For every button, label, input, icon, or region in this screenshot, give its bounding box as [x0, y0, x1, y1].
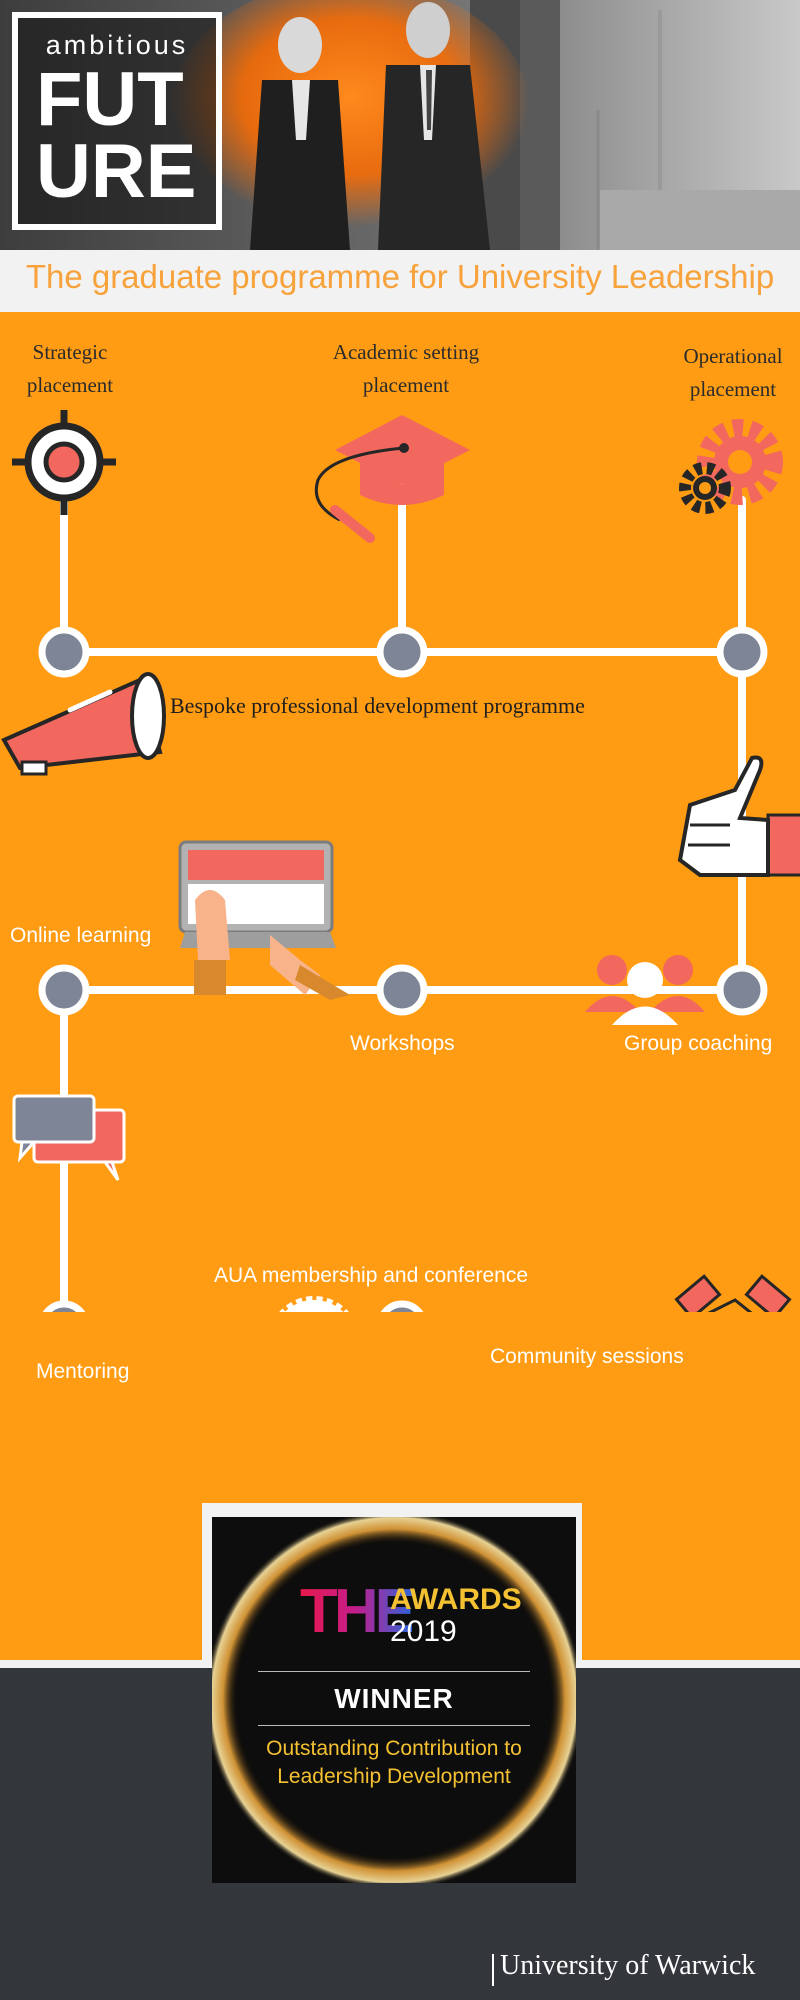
awards-text: AWARDS: [390, 1583, 522, 1616]
gears-icon: [679, 419, 783, 514]
university-name: University of Warwick: [500, 1950, 756, 1981]
label-academic-placement: Academic setting placement: [332, 340, 480, 397]
path-nodes: [38, 626, 768, 1312]
node-aua: [380, 1300, 424, 1312]
speech-bubbles-icon: [12, 1094, 126, 1181]
label-workshops: Workshops: [350, 1032, 455, 1055]
the-logo: THE: [300, 1577, 416, 1646]
laptop-icon: [178, 840, 350, 1000]
label-community-sessions: Community sessions: [490, 1345, 684, 1368]
award-badge: THE AWARDS 2019 WINNER Outstanding Contr…: [212, 1517, 576, 1883]
node-strategic: [38, 626, 90, 678]
logo-box: [12, 12, 222, 230]
award-category-line2: Leadership Development: [277, 1765, 511, 1788]
label-operational-placement: Operational placement: [683, 344, 783, 401]
logo-small-text: ambitious: [45, 30, 189, 60]
node-operational: [716, 626, 768, 678]
page-title: The graduate programme for University Le…: [25, 258, 775, 295]
label-mentoring: Mentoring: [36, 1360, 130, 1383]
label-bespoke-programme: Bespoke professional development program…: [170, 693, 585, 718]
award-divider-top: [258, 1671, 530, 1672]
rosette-icon: [279, 1296, 349, 1312]
node-mentoring: [42, 1300, 86, 1312]
winner-text: WINNER: [334, 1683, 454, 1714]
label-strategic-placement: Strategic placement: [26, 340, 114, 397]
node-academic: [376, 626, 428, 678]
award-glow: [212, 1517, 576, 1883]
megaphone-icon: [1, 672, 166, 776]
group-people-icon: [585, 955, 705, 1025]
award-category-line1: Outstanding Contribution to: [266, 1737, 522, 1760]
label-online-learning: Online learning: [10, 924, 152, 947]
title-banner: [0, 250, 800, 312]
journey-path: [1, 410, 800, 1312]
label-aua-membership: AUA membership and conference: [214, 1264, 529, 1287]
graduation-cap-icon: [314, 415, 470, 543]
handshake-icon: [674, 1274, 792, 1312]
target-icon: [12, 410, 116, 515]
logo-big-line2: URE: [36, 129, 197, 214]
node-group: [716, 964, 768, 1016]
university-logo-bar: [492, 1954, 494, 1986]
award-year: 2019: [390, 1615, 457, 1648]
logo-big-line1: FUT: [36, 57, 184, 142]
node-online: [38, 964, 90, 1016]
thumbs-up-icon: [677, 755, 800, 877]
label-group-coaching: Group coaching: [624, 1032, 773, 1055]
hero-image: [0, 0, 800, 250]
award-divider-bottom: [258, 1725, 530, 1726]
node-workshops: [376, 964, 428, 1016]
